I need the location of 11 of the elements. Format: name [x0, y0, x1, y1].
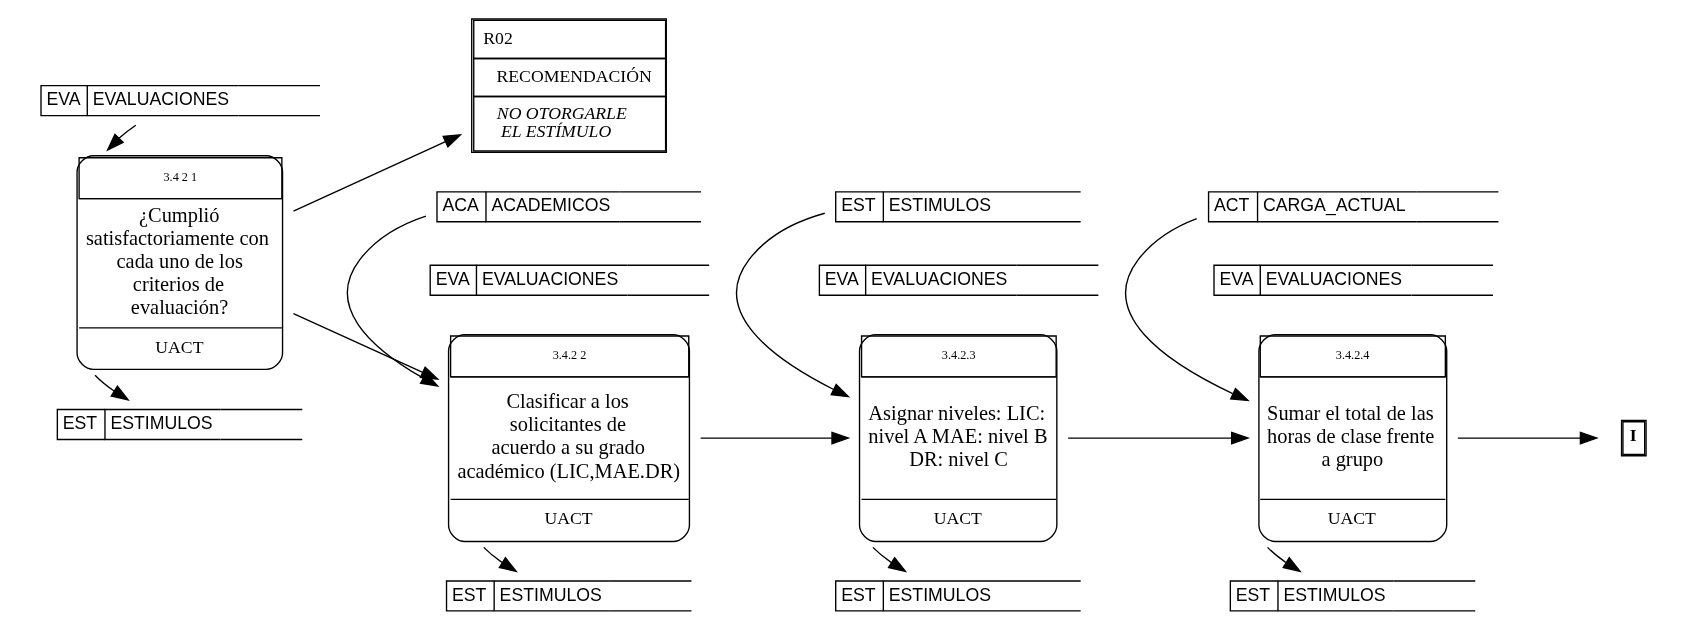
node-text: EST ESTIMULOS — [451, 584, 602, 605]
node-text: EST ESTIMULOS — [841, 584, 991, 605]
node-text: ACA ACADEMICOS — [442, 195, 611, 216]
node-text: EST ESTIMULOS — [1235, 584, 1386, 605]
node-text: EVA EVALUACIONES — [435, 268, 619, 289]
node-text: ACT CARGA_ACTUAL — [1214, 195, 1406, 216]
node-text: EST ESTIMULOS — [841, 195, 991, 216]
node-text: EVA EVALUACIONES — [1219, 268, 1403, 289]
node-text: EVA EVALUACIONES — [824, 268, 1008, 289]
node-text: EST ESTIMULOS — [62, 413, 213, 434]
node-text: EVA EVALUACIONES — [46, 89, 230, 110]
